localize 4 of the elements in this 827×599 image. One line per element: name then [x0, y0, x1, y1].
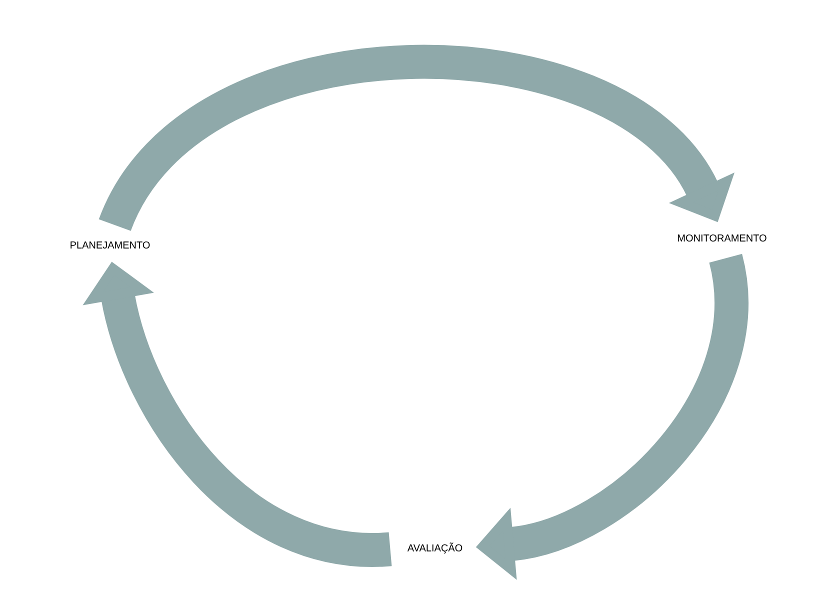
step-label: PLANEJAMENTO [70, 241, 150, 249]
step-label: AVALIAÇÃO [407, 542, 462, 554]
curved-arrow [100, 45, 735, 234]
step-label: MONITORAMENTO [678, 234, 766, 242]
